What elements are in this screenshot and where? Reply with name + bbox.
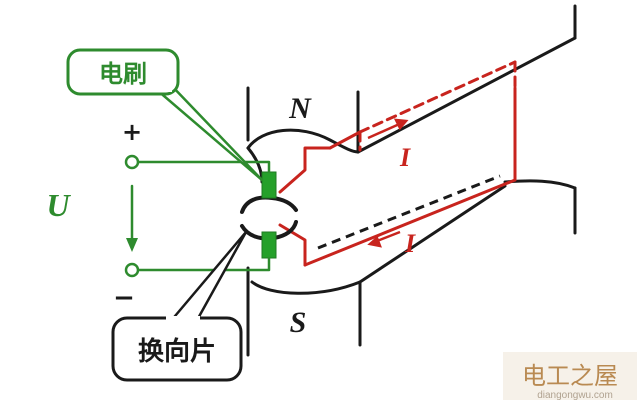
north-pole-label: N xyxy=(288,92,312,125)
s-pole-face xyxy=(250,280,362,295)
coil-top-back-dashed xyxy=(358,60,517,134)
watermark-url: diangongwu.com xyxy=(537,390,613,401)
magnet-frame xyxy=(246,4,577,357)
brush-label: 电刷 xyxy=(99,60,147,88)
current-label-top: I xyxy=(399,143,411,172)
commutator-callout-join xyxy=(166,316,200,324)
lower-back-dashed xyxy=(317,174,501,250)
bottom-frame-diagonal xyxy=(358,184,507,284)
coil-bottom-front xyxy=(278,223,307,267)
current-arrow-bottom-head xyxy=(367,235,382,248)
current-arrows xyxy=(367,118,409,248)
current-arrow-top-head xyxy=(393,118,409,131)
commutator-segment-top xyxy=(240,195,298,214)
coil-top-conductor-solid xyxy=(328,130,362,150)
terminal-negative xyxy=(124,262,140,278)
minus-sign: − xyxy=(113,283,135,313)
voltage-arrow-head xyxy=(126,238,138,252)
commutator-label: 换向片 xyxy=(138,336,216,367)
brush-callout-pointer xyxy=(148,82,264,182)
commutator-callout: 换向片 xyxy=(111,230,248,382)
top-frame-diagonal xyxy=(356,36,577,154)
right-arc xyxy=(503,179,577,190)
brush-callout-join xyxy=(146,80,172,92)
watermark-title: 电工之屋 xyxy=(522,362,618,390)
brush-top xyxy=(261,171,277,199)
brush-bottom xyxy=(261,231,277,259)
commutator-callout-pointer xyxy=(168,230,248,324)
watermark: 电工之屋 diangongwu.com xyxy=(503,352,637,401)
coil-bottom-conductor xyxy=(303,178,517,267)
circuit-wires xyxy=(130,160,271,272)
armature-coil xyxy=(278,86,517,267)
watermark-bg xyxy=(503,352,637,400)
wire-top xyxy=(136,160,271,174)
wire-bottom xyxy=(136,256,271,272)
coil-top-front xyxy=(278,146,332,194)
voltage-label: U xyxy=(46,187,71,223)
terminal-positive xyxy=(124,154,140,170)
south-pole-label: S xyxy=(290,306,307,339)
plus-sign: + xyxy=(122,118,142,146)
brush-callout: 电刷 xyxy=(66,48,264,182)
current-label-bottom: I xyxy=(404,229,416,258)
n-pole-face xyxy=(246,128,360,154)
armature-coil-hidden xyxy=(358,60,517,152)
